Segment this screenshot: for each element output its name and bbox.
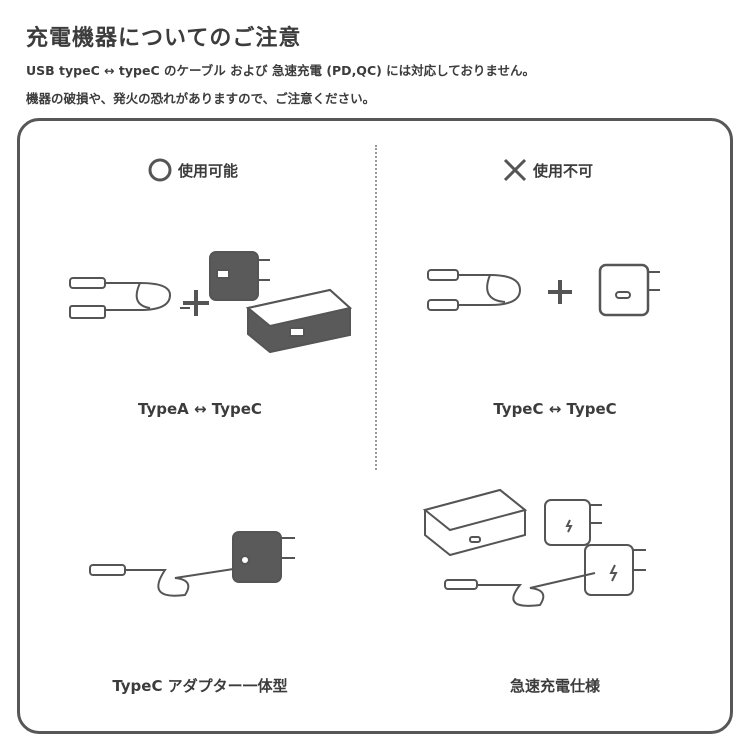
typea-cable-with-adapters-illustration: [69, 251, 353, 354]
ng-heading-label: 使用不可: [533, 161, 594, 180]
subtitle-line-2: 機器の破損や、発火の恐れがありますので、ご注意ください。: [26, 91, 376, 106]
ok-heading: 使用可能: [148, 158, 238, 182]
info-panel: [17, 118, 733, 734]
ng-heading: 使用不可: [503, 158, 593, 182]
subtitle-line-1: USB typeC ↔ typeC のケーブル および 急速充電 (PD,QC)…: [26, 63, 536, 78]
fast-charging-devices-illustration: [422, 488, 646, 607]
cross-icon: [503, 158, 527, 182]
circle-icon: [148, 158, 172, 182]
typec-typec-cable-illustration: [427, 263, 660, 317]
ng-item-label-1: TypeC ↔ TypeC: [493, 400, 617, 418]
ok-item-label-2: TypeC アダプター一体型: [112, 677, 288, 695]
page-title: 充電機器についてのご注意: [26, 26, 302, 51]
ng-item-label-2: 急速充電仕様: [509, 677, 600, 695]
divider: [375, 145, 377, 470]
ok-heading-label: 使用可能: [178, 161, 239, 180]
ok-item-label-1: TypeA ↔ TypeC: [138, 400, 262, 418]
typec-integrated-adapter-illustration: [89, 531, 295, 597]
